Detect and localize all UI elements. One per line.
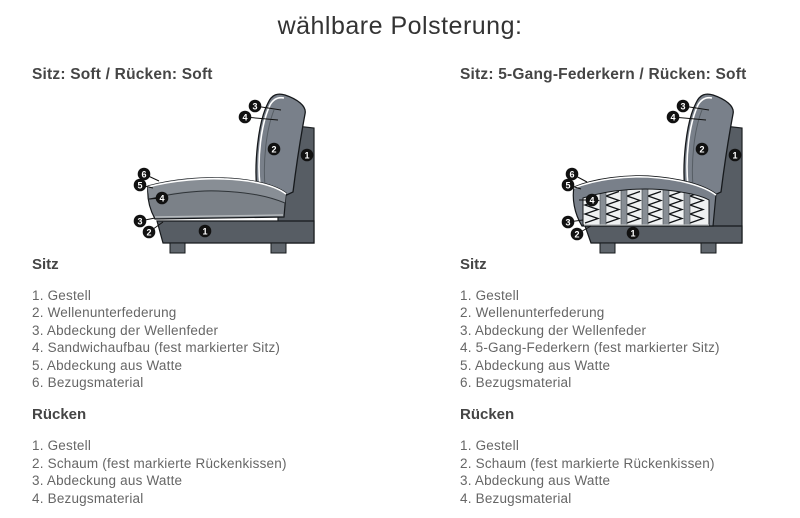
list-item: 6. Bezugsmaterial xyxy=(32,375,144,391)
sitz-heading-left: Sitz xyxy=(32,256,59,273)
list-item: 3. Abdeckung der Wellenfeder xyxy=(460,322,647,338)
list-item: 4. Bezugsmaterial xyxy=(32,490,144,506)
svg-text:4: 4 xyxy=(242,112,247,122)
list-item: 1. Gestell xyxy=(32,438,92,454)
list-item: 2. Schaum (fest markierte Rückenkissen) xyxy=(460,455,715,471)
svg-text:3: 3 xyxy=(137,216,142,226)
seat-piping xyxy=(147,177,287,195)
callout-seat-5: 5 xyxy=(133,178,147,192)
ruecken-heading-left: Rücken xyxy=(32,406,87,424)
backrest-seam xyxy=(263,109,275,187)
list-item: 2. Wellenunterfederung xyxy=(460,305,605,321)
spring-panel-outline xyxy=(582,188,710,226)
list-item: 4. 5-Gang-Federkern (fest markierter Sit… xyxy=(460,340,720,356)
list-item: 6. Bezugsmaterial xyxy=(460,375,572,391)
callout-seat-1: 1 xyxy=(198,224,212,238)
list-item: 5. Abdeckung aus Watte xyxy=(460,357,611,373)
sitz-heading-right: Sitz xyxy=(460,256,487,273)
list-item: 3. Abdeckung aus Watte xyxy=(460,473,611,489)
callout-seat-4: 4 xyxy=(155,191,169,205)
svg-text:1: 1 xyxy=(202,226,207,236)
seat-bottom-highlight xyxy=(154,214,284,218)
list-item: 1. Gestell xyxy=(32,288,92,303)
svg-text:3: 3 xyxy=(252,101,257,111)
list-item: 2. Wellenunterfederung xyxy=(32,305,177,321)
front-foot xyxy=(599,242,616,254)
callout-back-2: 2 xyxy=(695,142,709,156)
callout-seat-4: 4 xyxy=(585,193,599,207)
callout-back-4: 4 xyxy=(666,110,680,124)
svg-text:1: 1 xyxy=(304,150,309,160)
svg-text:2: 2 xyxy=(574,229,579,239)
sitz-list-left: 1. Gestell 2. Wellenunterfederung 3. Abd… xyxy=(32,287,437,391)
rear-foot xyxy=(270,242,287,254)
list-item: 2. Schaum (fest markierte Rückenkissen) xyxy=(32,455,287,471)
column-federkern: Sitz: 5-Gang-Federkern / Rücken: Soft xyxy=(460,60,790,507)
column-soft: Sitz: Soft / Rücken: Soft xyxy=(32,60,437,507)
ruecken-list-left: 1. Gestell 2. Schaum (fest markierte Rüc… xyxy=(32,437,437,507)
callout-back-frame-1: 1 xyxy=(728,148,742,162)
seat-seam xyxy=(149,190,286,204)
sitz-list-right: 1. Gestell 2. Wellenunterfederung 3. Abd… xyxy=(460,287,790,391)
backrest-seam xyxy=(691,109,703,187)
callout-seat-2: 2 xyxy=(570,227,584,241)
backrest-piping xyxy=(686,96,713,187)
callout-back-3: 3 xyxy=(248,99,262,113)
list-item: 3. Abdeckung aus Watte xyxy=(32,473,183,489)
callout-seat-2: 2 xyxy=(142,225,156,239)
column-heading-federkern: Sitz: 5-Gang-Federkern / Rücken: Soft xyxy=(460,66,747,83)
page-title: wählbare Polsterung: xyxy=(277,12,523,40)
callout-seat-5: 5 xyxy=(561,178,575,192)
callout-seat-6: 6 xyxy=(565,167,579,181)
callout-seat-3: 3 xyxy=(561,215,575,229)
svg-text:2: 2 xyxy=(146,227,151,237)
sofa-diagram-federkern: 3 4 2 1 6 5 4 3 2 1 xyxy=(556,86,766,256)
list-item: 5. Abdeckung aus Watte xyxy=(32,357,183,373)
seat-top-layer xyxy=(148,177,286,203)
svg-text:6: 6 xyxy=(141,169,146,179)
backrest-cushion xyxy=(255,93,306,201)
svg-text:5: 5 xyxy=(137,180,142,190)
ruecken-list-right: 1. Gestell 2. Schaum (fest markierte Rüc… xyxy=(460,437,790,507)
svg-text:3: 3 xyxy=(680,101,685,111)
sofa-side-view-soft: 3 4 2 1 6 5 4 3 2 1 xyxy=(133,93,315,254)
callout-back-4: 4 xyxy=(238,110,252,124)
base-frame xyxy=(156,220,315,244)
svg-text:6: 6 xyxy=(569,169,574,179)
seat-piping xyxy=(573,176,717,196)
spring-coils xyxy=(583,189,705,225)
sofa-side-view-federkern: 3 4 2 1 6 5 4 3 2 1 xyxy=(561,93,743,254)
svg-text:4: 4 xyxy=(159,193,164,203)
svg-text:5: 5 xyxy=(565,180,570,190)
callout-seat-3: 3 xyxy=(133,214,147,228)
backrest-piping xyxy=(258,96,285,187)
backrest-cushion xyxy=(683,93,734,201)
callout-seat-1: 1 xyxy=(626,226,640,240)
svg-text:1: 1 xyxy=(732,150,737,160)
list-item: 3. Abdeckung der Wellenfeder xyxy=(32,322,219,338)
rear-foot xyxy=(700,242,717,254)
svg-text:4: 4 xyxy=(589,195,594,205)
list-item: 4. Sandwichaufbau (fest markierter Sitz) xyxy=(32,340,281,356)
svg-text:2: 2 xyxy=(271,144,276,154)
svg-text:1: 1 xyxy=(630,228,635,238)
svg-text:2: 2 xyxy=(699,144,704,154)
svg-text:3: 3 xyxy=(565,217,570,227)
callout-back-2: 2 xyxy=(267,142,281,156)
callout-seat-6: 6 xyxy=(137,167,151,181)
list-item: 1. Gestell xyxy=(460,288,520,303)
column-heading-soft: Sitz: Soft / Rücken: Soft xyxy=(32,66,213,83)
callout-back-frame-1: 1 xyxy=(300,148,314,162)
ruecken-heading-right: Rücken xyxy=(460,406,515,424)
svg-text:4: 4 xyxy=(670,112,675,122)
list-item: 4. Bezugsmaterial xyxy=(460,490,572,506)
callout-back-3: 3 xyxy=(676,99,690,113)
front-foot xyxy=(169,242,186,254)
base-frame xyxy=(584,225,743,244)
list-item: 1. Gestell xyxy=(460,438,520,454)
sofa-diagram-soft: 3 4 2 1 6 5 4 3 2 1 xyxy=(128,86,338,256)
